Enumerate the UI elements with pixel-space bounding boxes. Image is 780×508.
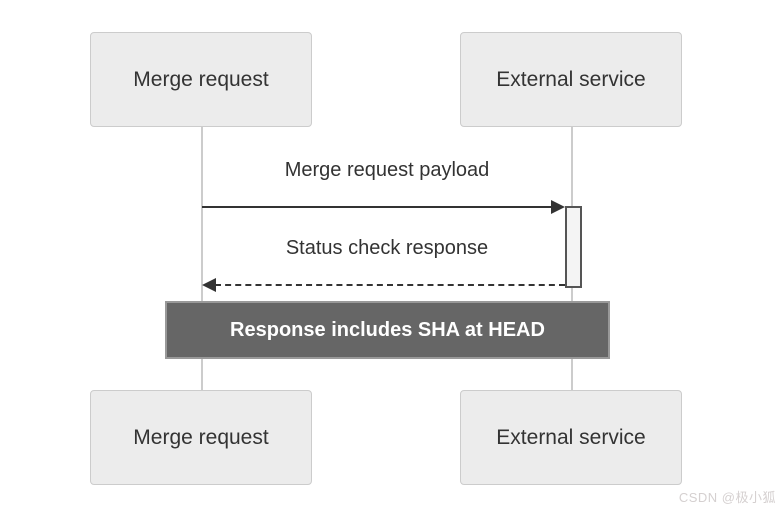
- actor-top-external-service: External service: [460, 32, 682, 127]
- actor-label: Merge request: [133, 67, 269, 91]
- message-label-status-check-response: Status check response: [285, 237, 489, 259]
- note-box: Response includes SHA at HEAD: [165, 301, 610, 359]
- actor-label: External service: [496, 425, 646, 449]
- message-arrow-solid: [202, 206, 553, 208]
- arrowhead-left-icon: [202, 278, 216, 292]
- lifeline-merge-request: [201, 127, 203, 390]
- actor-bottom-external-service: External service: [460, 390, 682, 485]
- actor-label: External service: [496, 67, 646, 91]
- activation-bar: [565, 206, 582, 288]
- note-label: Response includes SHA at HEAD: [230, 318, 545, 341]
- actor-bottom-merge-request: Merge request: [90, 390, 312, 485]
- arrowhead-right-icon: [551, 200, 565, 214]
- actor-top-merge-request: Merge request: [90, 32, 312, 127]
- message-label-merge-request-payload: Merge request payload: [284, 159, 490, 181]
- message-arrow-dashed: [215, 284, 565, 286]
- watermark: CSDN @极小狐: [678, 490, 776, 505]
- actor-label: Merge request: [133, 425, 269, 449]
